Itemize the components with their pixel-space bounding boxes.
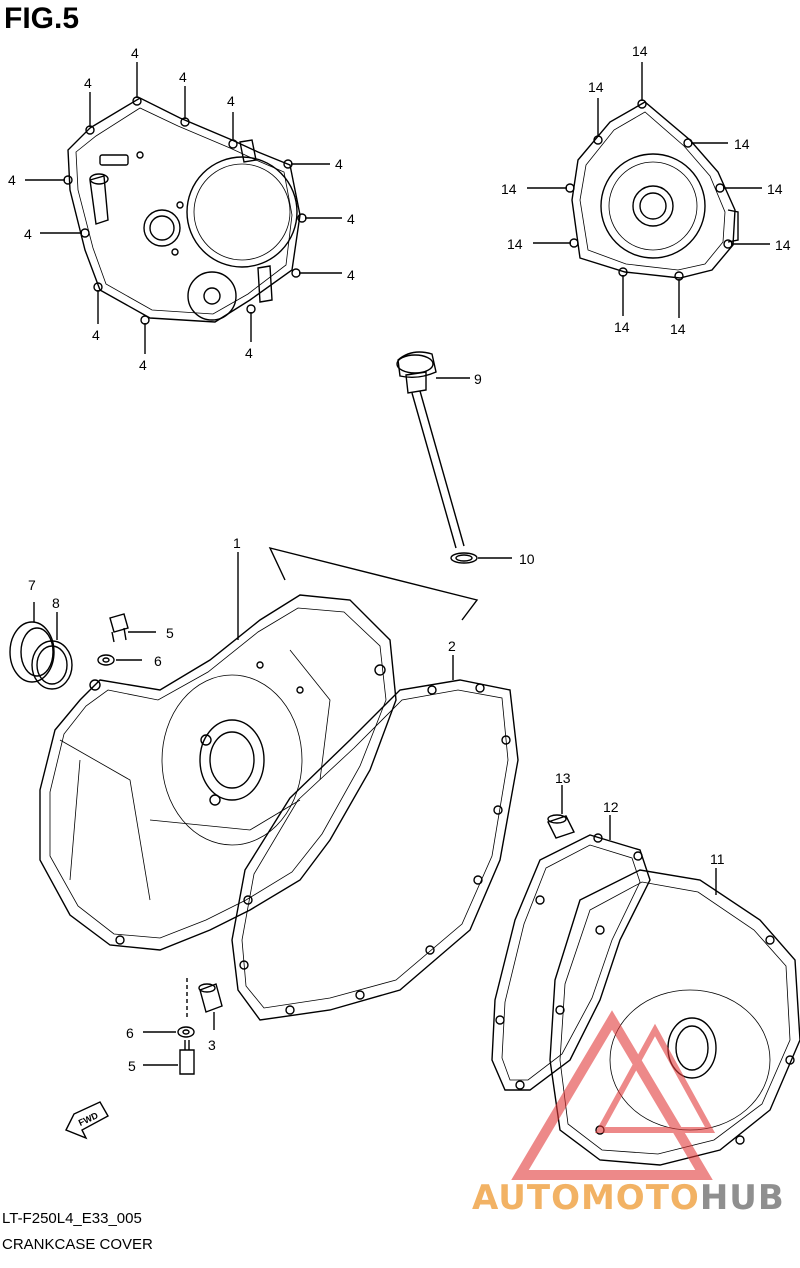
callout-label: 4 xyxy=(245,345,253,361)
callout-label: 4 xyxy=(335,156,343,172)
callout-label: 14 xyxy=(734,136,750,152)
callout-label: 14 xyxy=(775,237,791,253)
callout-label: 14 xyxy=(507,236,523,252)
callout-label: 6 xyxy=(154,653,162,669)
crankcase-cover-main xyxy=(39,552,397,951)
dowel-pin-13 xyxy=(547,785,575,839)
watermark-logo: AUTOMOTOHUB xyxy=(472,1178,785,1218)
callout-label: 4 xyxy=(347,211,355,227)
callout-label: 1 xyxy=(233,535,241,551)
generator-gasket xyxy=(491,815,651,1091)
callout-label: 10 xyxy=(519,551,535,567)
callout-label: 4 xyxy=(179,69,187,85)
figure-caption: CRANKCASE COVER xyxy=(2,1236,153,1253)
watermark-triangle-icon xyxy=(511,1010,716,1180)
callout-label: 8 xyxy=(52,595,60,611)
callout-label: 4 xyxy=(227,93,235,109)
callout-label: 4 xyxy=(139,357,147,373)
callout-label: 2 xyxy=(448,638,456,654)
callout-label: 11 xyxy=(710,851,725,867)
bolts-washers xyxy=(97,613,223,1075)
callout-label: 4 xyxy=(8,172,16,188)
fwd-arrow-icon xyxy=(65,1101,109,1140)
callout-label: 3 xyxy=(208,1037,216,1053)
callout-label: 13 xyxy=(555,770,571,786)
callout-label: 4 xyxy=(131,45,139,61)
oil-level-gauge xyxy=(268,351,512,621)
callout-label: 14 xyxy=(614,319,630,335)
callout-label: 4 xyxy=(84,75,92,91)
callout-label: 4 xyxy=(24,226,32,242)
watermark-text-primary: AUTOMOTO xyxy=(472,1178,700,1218)
clutch-cover-top-left xyxy=(25,62,342,354)
callout-label: 7 xyxy=(28,577,36,593)
generator-cover-top-right xyxy=(527,62,770,318)
callout-label: 4 xyxy=(347,267,355,283)
oil-seal-parts xyxy=(9,602,73,690)
callout-label: 14 xyxy=(767,181,783,197)
callout-label: 14 xyxy=(632,43,648,59)
callout-label: 14 xyxy=(670,321,686,337)
model-code: LT-F250L4_E33_005 xyxy=(2,1210,142,1227)
callout-label: 6 xyxy=(126,1025,134,1041)
generator-cover-main xyxy=(549,868,800,1166)
callout-label: 12 xyxy=(603,799,619,815)
watermark-text-secondary: HUB xyxy=(699,1178,785,1218)
callout-label: 5 xyxy=(128,1058,136,1074)
callout-label: 4 xyxy=(92,327,100,343)
figure-title: FIG.5 xyxy=(4,2,80,35)
callout-label: 14 xyxy=(501,181,517,197)
callout-label: 9 xyxy=(474,371,482,387)
crankcase-gasket xyxy=(231,655,519,1021)
callout-label: 14 xyxy=(588,79,604,95)
callout-label: 5 xyxy=(166,625,174,641)
